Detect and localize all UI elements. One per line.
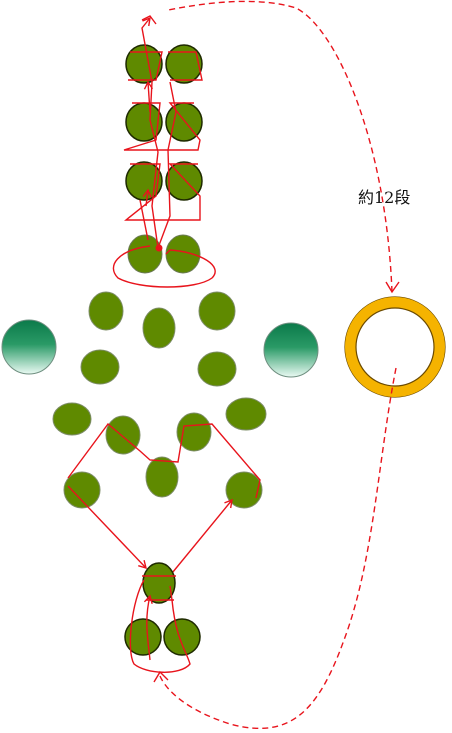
gold-ring-inner-edge xyxy=(355,307,435,387)
green-bead xyxy=(165,44,203,84)
green-bead xyxy=(197,351,237,387)
rows-annotation: 約12段 xyxy=(358,188,410,207)
green-bead xyxy=(142,307,176,349)
green-bead xyxy=(142,562,176,604)
green-bead xyxy=(127,234,163,274)
rope-thread-path xyxy=(112,16,216,288)
green-bead xyxy=(145,456,179,498)
green-bead xyxy=(63,471,101,509)
green-bead xyxy=(124,618,162,656)
middle-bead-ring xyxy=(52,291,267,509)
green-bead xyxy=(80,349,120,385)
green-sphere-left xyxy=(1,319,57,375)
green-bead xyxy=(163,618,201,656)
green-bead xyxy=(52,402,92,436)
green-bead xyxy=(165,161,203,201)
clasp-thread-path xyxy=(129,575,191,673)
green-bead xyxy=(225,397,267,431)
dashed-connectors xyxy=(159,0,397,729)
thread-arrow xyxy=(141,15,157,25)
thread-arrow xyxy=(385,281,400,294)
thread-knot xyxy=(155,244,163,252)
green-bead xyxy=(125,161,163,201)
green-bead xyxy=(176,412,212,452)
thread-arrow xyxy=(153,670,169,683)
clasp-beads xyxy=(124,562,201,656)
green-bead xyxy=(198,291,236,331)
green-bead xyxy=(105,415,141,455)
green-sphere-right xyxy=(263,322,319,378)
ring-thread-path xyxy=(67,422,261,579)
green-bead xyxy=(225,471,263,509)
green-bead xyxy=(88,291,124,331)
gold-ring-band xyxy=(345,297,445,397)
rope-bead-pairs xyxy=(125,44,203,274)
